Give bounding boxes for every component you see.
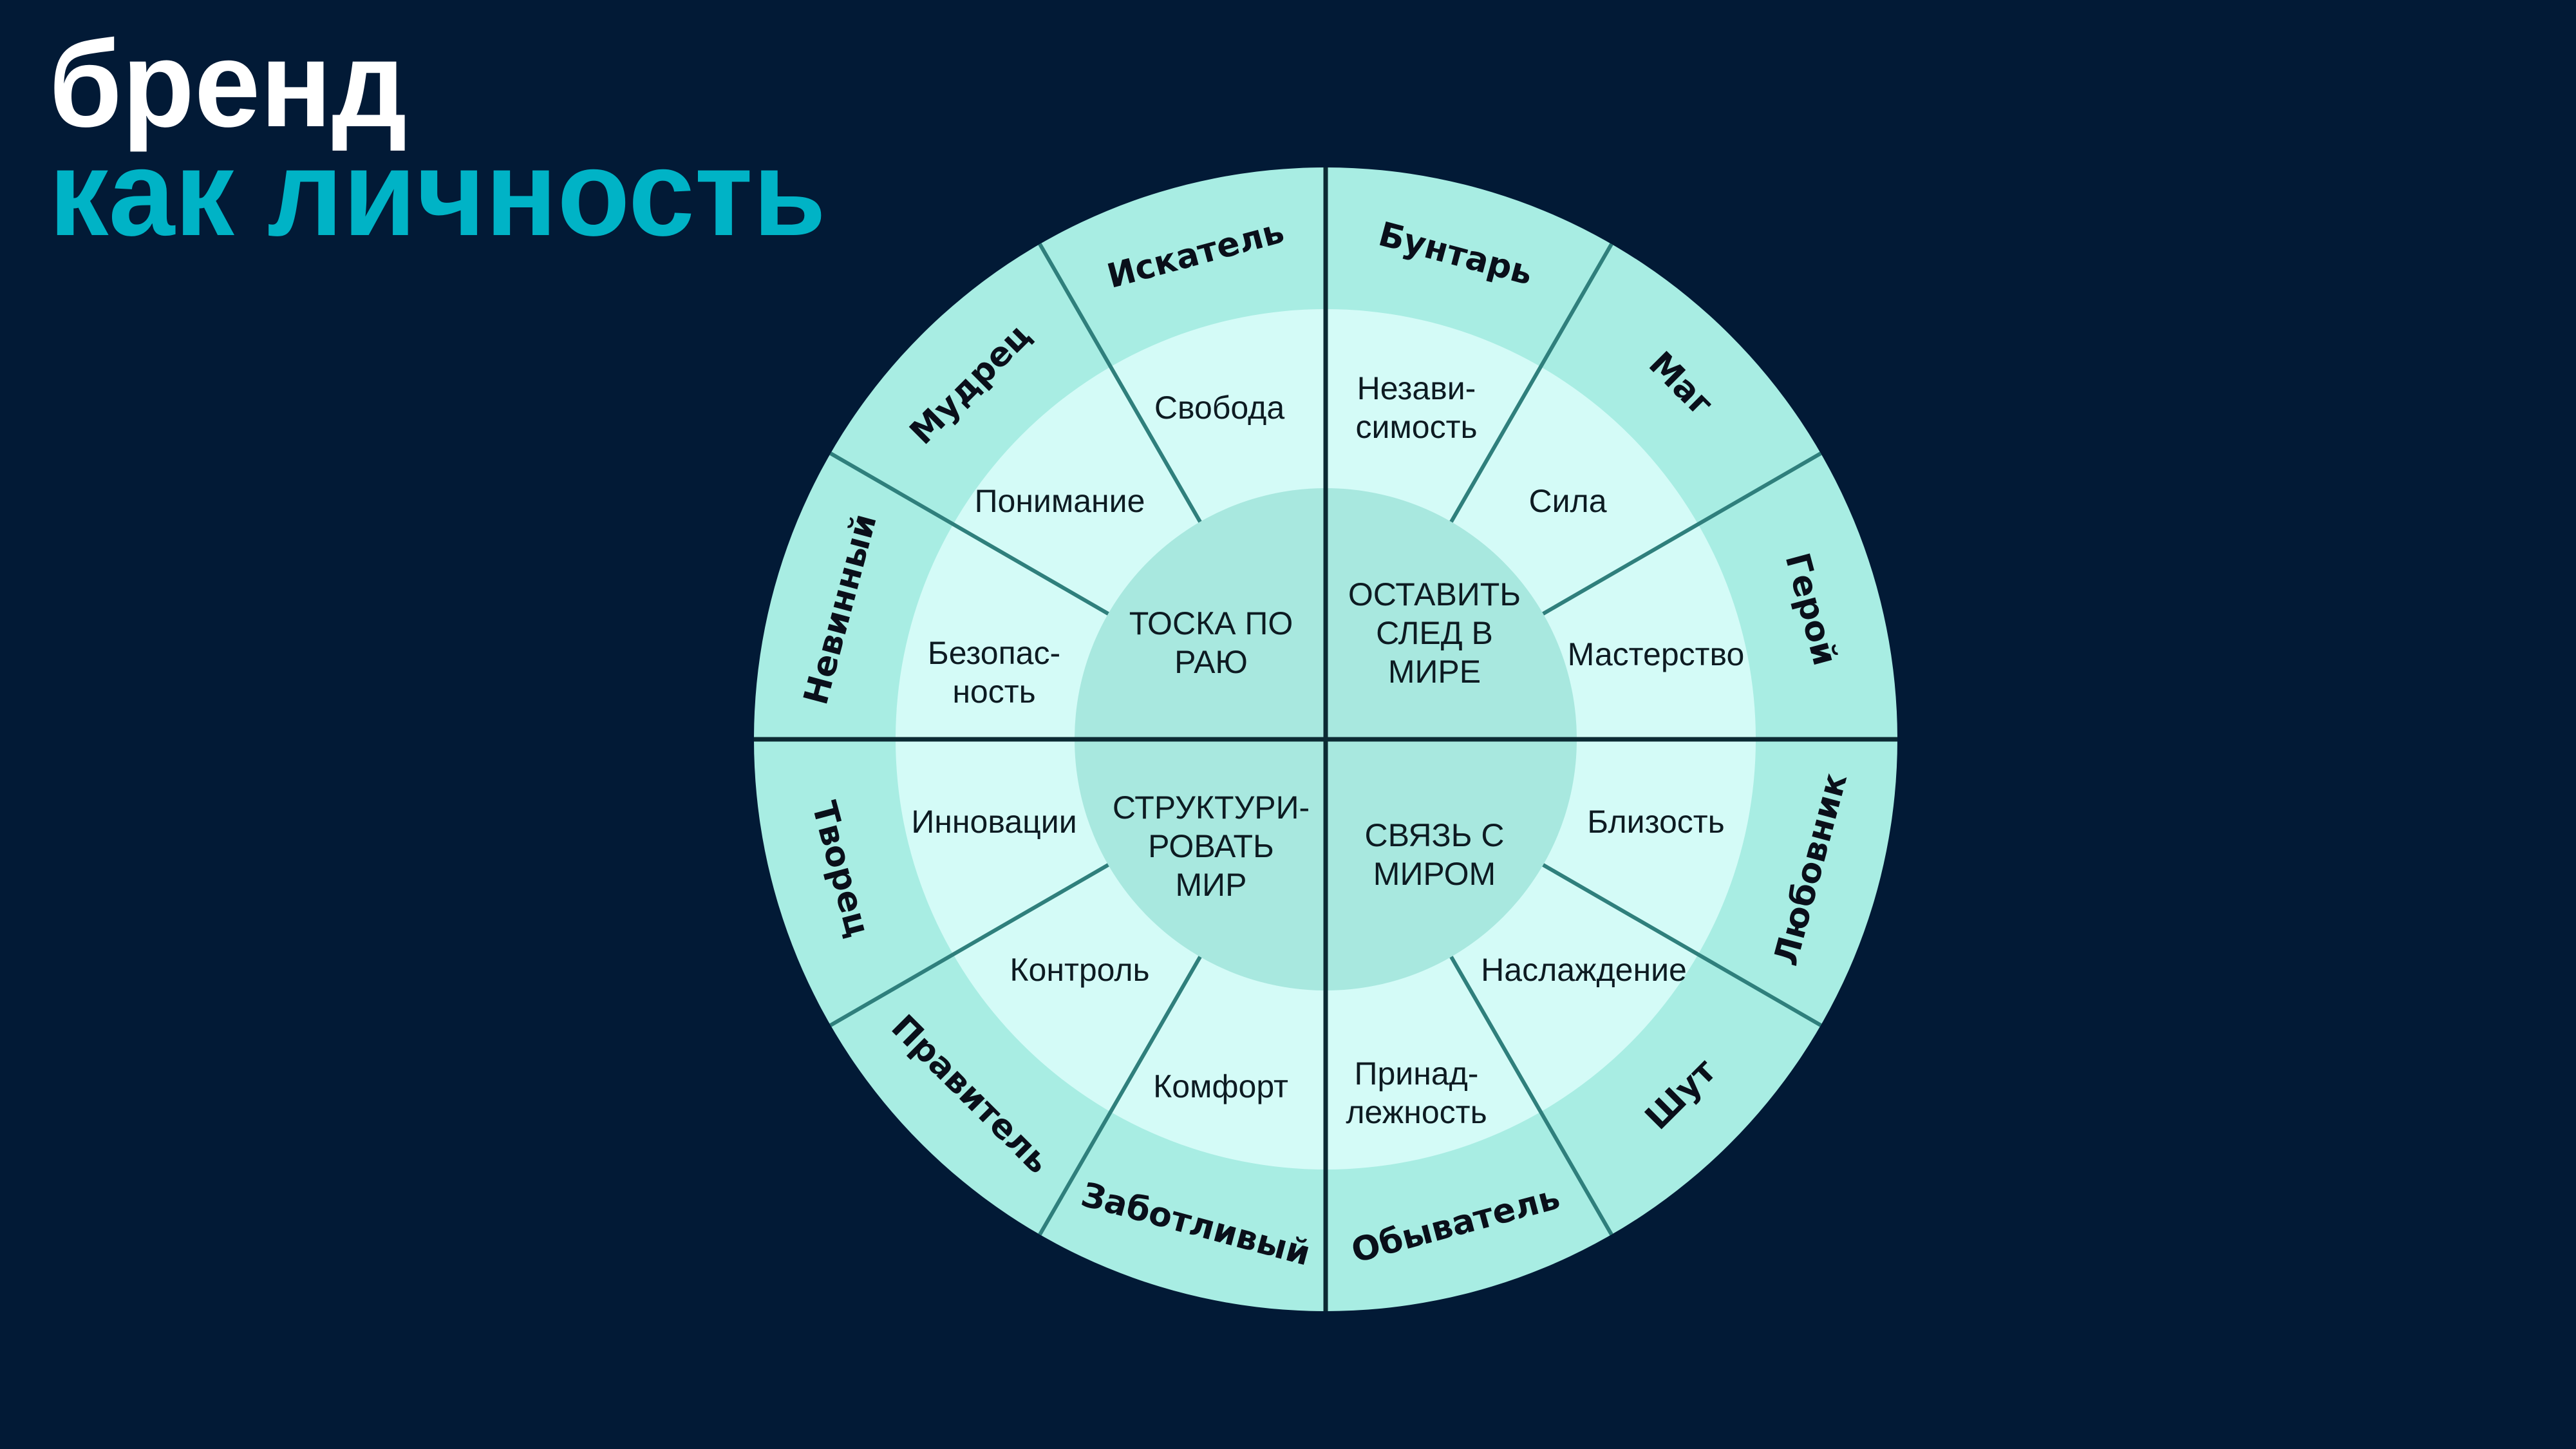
title-line-2: как личность xyxy=(49,125,826,261)
value-label-line: лежность xyxy=(1346,1094,1487,1130)
title-line-1: бренд xyxy=(49,16,407,153)
value-label: Сила xyxy=(1528,483,1606,519)
value-label-line: Наслаждение xyxy=(1481,952,1687,988)
value-label-line: Безопас- xyxy=(928,635,1060,671)
motivation-label-line: СТРУКТУРИ- xyxy=(1113,790,1310,826)
sector-divider xyxy=(829,863,1109,1027)
value-label: Мастерство xyxy=(1568,636,1745,672)
value-label-line: ность xyxy=(952,674,1035,710)
value-label-line: Инновации xyxy=(911,804,1076,840)
value-label-line: Близость xyxy=(1587,804,1724,840)
value-label-line: Комфорт xyxy=(1153,1068,1288,1104)
motivation-label-line: СЛЕД В xyxy=(1376,615,1493,651)
value-label: Наслаждение xyxy=(1481,952,1687,988)
value-label-line: Контроль xyxy=(1010,952,1149,988)
motivation-label-line: ТОСКА ПО xyxy=(1129,605,1293,641)
value-label-line: Мастерство xyxy=(1568,636,1745,672)
value-label: Контроль xyxy=(1010,952,1149,988)
sector-divider xyxy=(1038,243,1202,523)
value-label: Принад-лежность xyxy=(1346,1056,1487,1130)
value-label: Свобода xyxy=(1154,390,1284,426)
value-label: Инновации xyxy=(911,804,1076,840)
value-label: Комфорт xyxy=(1153,1068,1288,1104)
motivation-label-line: ОСТАВИТЬ xyxy=(1348,576,1521,612)
motivation-label-line: СВЯЗЬ С xyxy=(1365,817,1505,853)
motivation-label-line: МИРОМ xyxy=(1373,856,1496,892)
value-label: Понимание xyxy=(975,483,1145,519)
sector-divider xyxy=(829,451,1109,616)
value-label-line: Сила xyxy=(1528,483,1606,519)
sector-divider xyxy=(1542,451,1822,616)
value-label: Близость xyxy=(1587,804,1724,840)
motivation-label-line: МИРЕ xyxy=(1388,654,1481,690)
value-label-line: Незави- xyxy=(1357,370,1476,406)
motivation-label-line: МИР xyxy=(1176,867,1247,903)
value-label-line: Понимание xyxy=(975,483,1145,519)
sector-divider xyxy=(1449,243,1613,523)
value-label: Незави-симость xyxy=(1355,370,1477,445)
sector-divider xyxy=(1449,956,1613,1236)
archetype-wheel: БунтарьМагГеройЛюбовникШутОбывательЗабот… xyxy=(754,167,1897,1311)
value-label-line: симость xyxy=(1355,409,1477,445)
value-labels: Незави-симостьСилаМастерствоБлизостьНасл… xyxy=(911,370,1744,1130)
motivation-label-line: РАЮ xyxy=(1174,644,1248,680)
value-label-line: Принад- xyxy=(1355,1056,1479,1092)
value-label: Безопас-ность xyxy=(928,635,1060,710)
sector-divider xyxy=(1542,863,1822,1027)
sector-divider xyxy=(1038,956,1202,1236)
value-label-line: Свобода xyxy=(1154,390,1284,426)
motivation-label-line: РОВАТЬ xyxy=(1148,828,1274,864)
sector-dividers xyxy=(829,243,1822,1236)
